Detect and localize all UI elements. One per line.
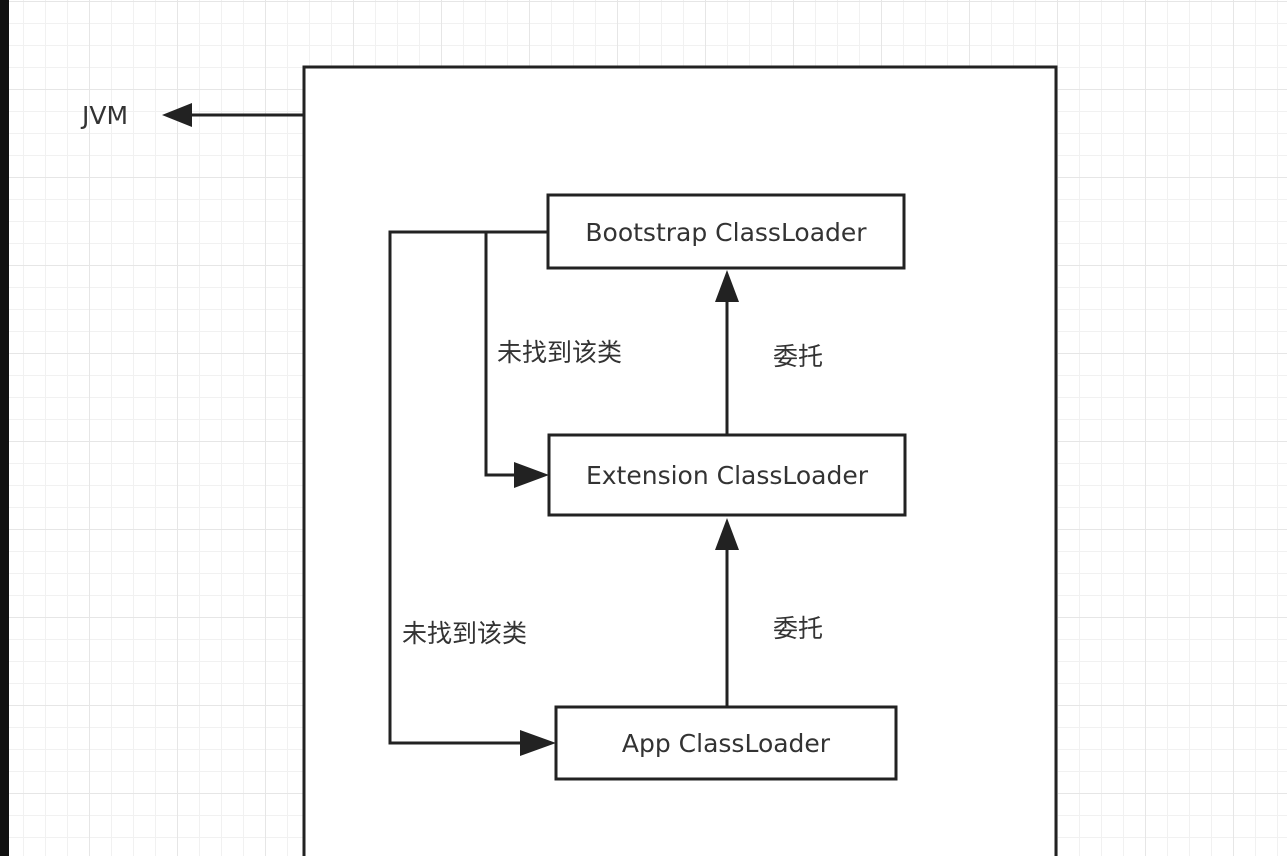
app-classloader-box [554, 705, 898, 781]
not-found-arrowhead-app [520, 730, 556, 756]
delegate-label-lower: 委托 [773, 614, 823, 643]
app-classloader-label: App ClassLoader [622, 729, 831, 758]
jvm-pointer-arrowhead [162, 103, 192, 127]
delegate-label-upper: 委托 [773, 342, 823, 371]
not-found-label-lower: 未找到该类 [402, 619, 527, 648]
bootstrap-classloader-box [546, 193, 906, 270]
delegate-arrowhead-top [715, 270, 739, 302]
not-found-arrowhead-extension [514, 462, 549, 488]
jvm-label: JVM [80, 101, 128, 130]
window-edge [0, 0, 9, 856]
delegate-arrowhead-middle [715, 518, 739, 550]
not-found-path-to-app [388, 230, 526, 745]
extension-classloader-label: Extension ClassLoader [586, 461, 869, 490]
bootstrap-classloader-label: Bootstrap ClassLoader [585, 218, 867, 247]
not-found-path-to-extension [484, 230, 548, 477]
not-found-label-upper: 未找到该类 [497, 338, 622, 367]
